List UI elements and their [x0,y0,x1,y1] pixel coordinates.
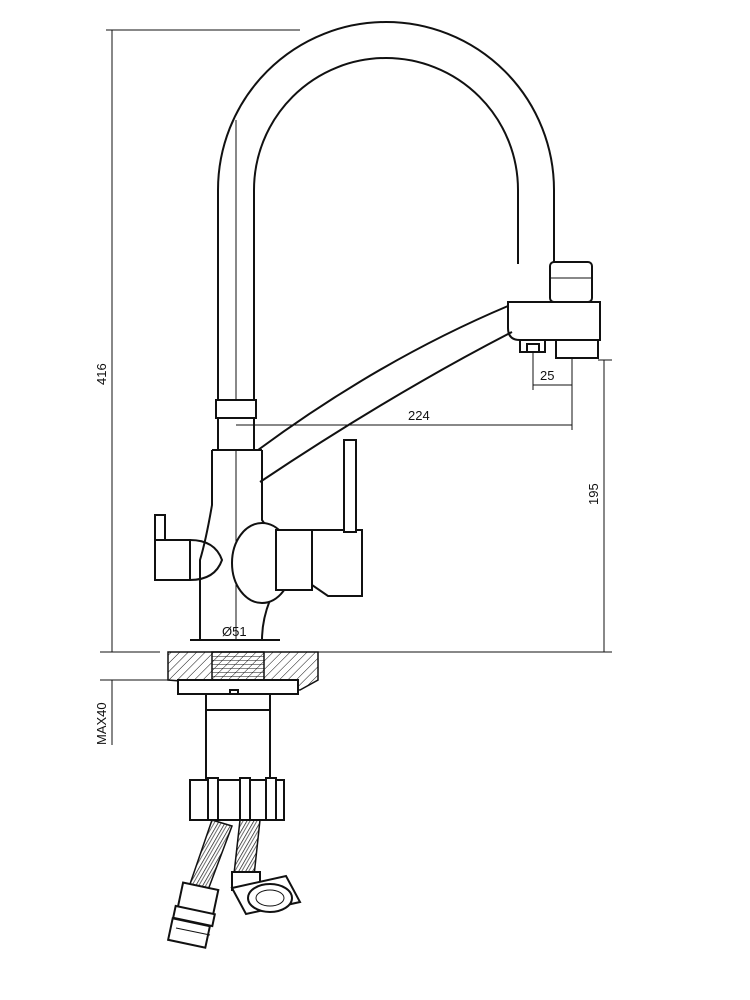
dimension-max-thickness: MAX40 [94,679,168,745]
dimension-label-max-thickness: MAX40 [94,702,109,745]
dimension-spout-reach: 224 [236,358,573,430]
spout-collar [215,399,257,451]
dimension-spout-height: 195 [300,359,612,653]
spout-gooseneck [217,21,555,440]
filter-spout-arm [257,305,513,483]
faucet-body [154,439,363,641]
flexible-hose-right [230,819,302,916]
mounting-shank [205,693,271,781]
bottom-connector [189,777,285,821]
counter-mount-nut [167,651,319,699]
dimension-label-total-height: 416 [94,363,109,385]
dimension-total-height: 416 [94,29,300,653]
dimension-label-spout-reach: 224 [408,408,430,423]
aerator-head [507,261,601,359]
dimension-label-outlet-spacing: 25 [540,368,554,383]
dimension-label-base-diameter: Ø51 [222,624,247,639]
flexible-hose-left [166,819,233,949]
dimension-label-spout-height: 195 [586,483,601,505]
dimension-outlet-spacing: 25 [532,352,572,390]
